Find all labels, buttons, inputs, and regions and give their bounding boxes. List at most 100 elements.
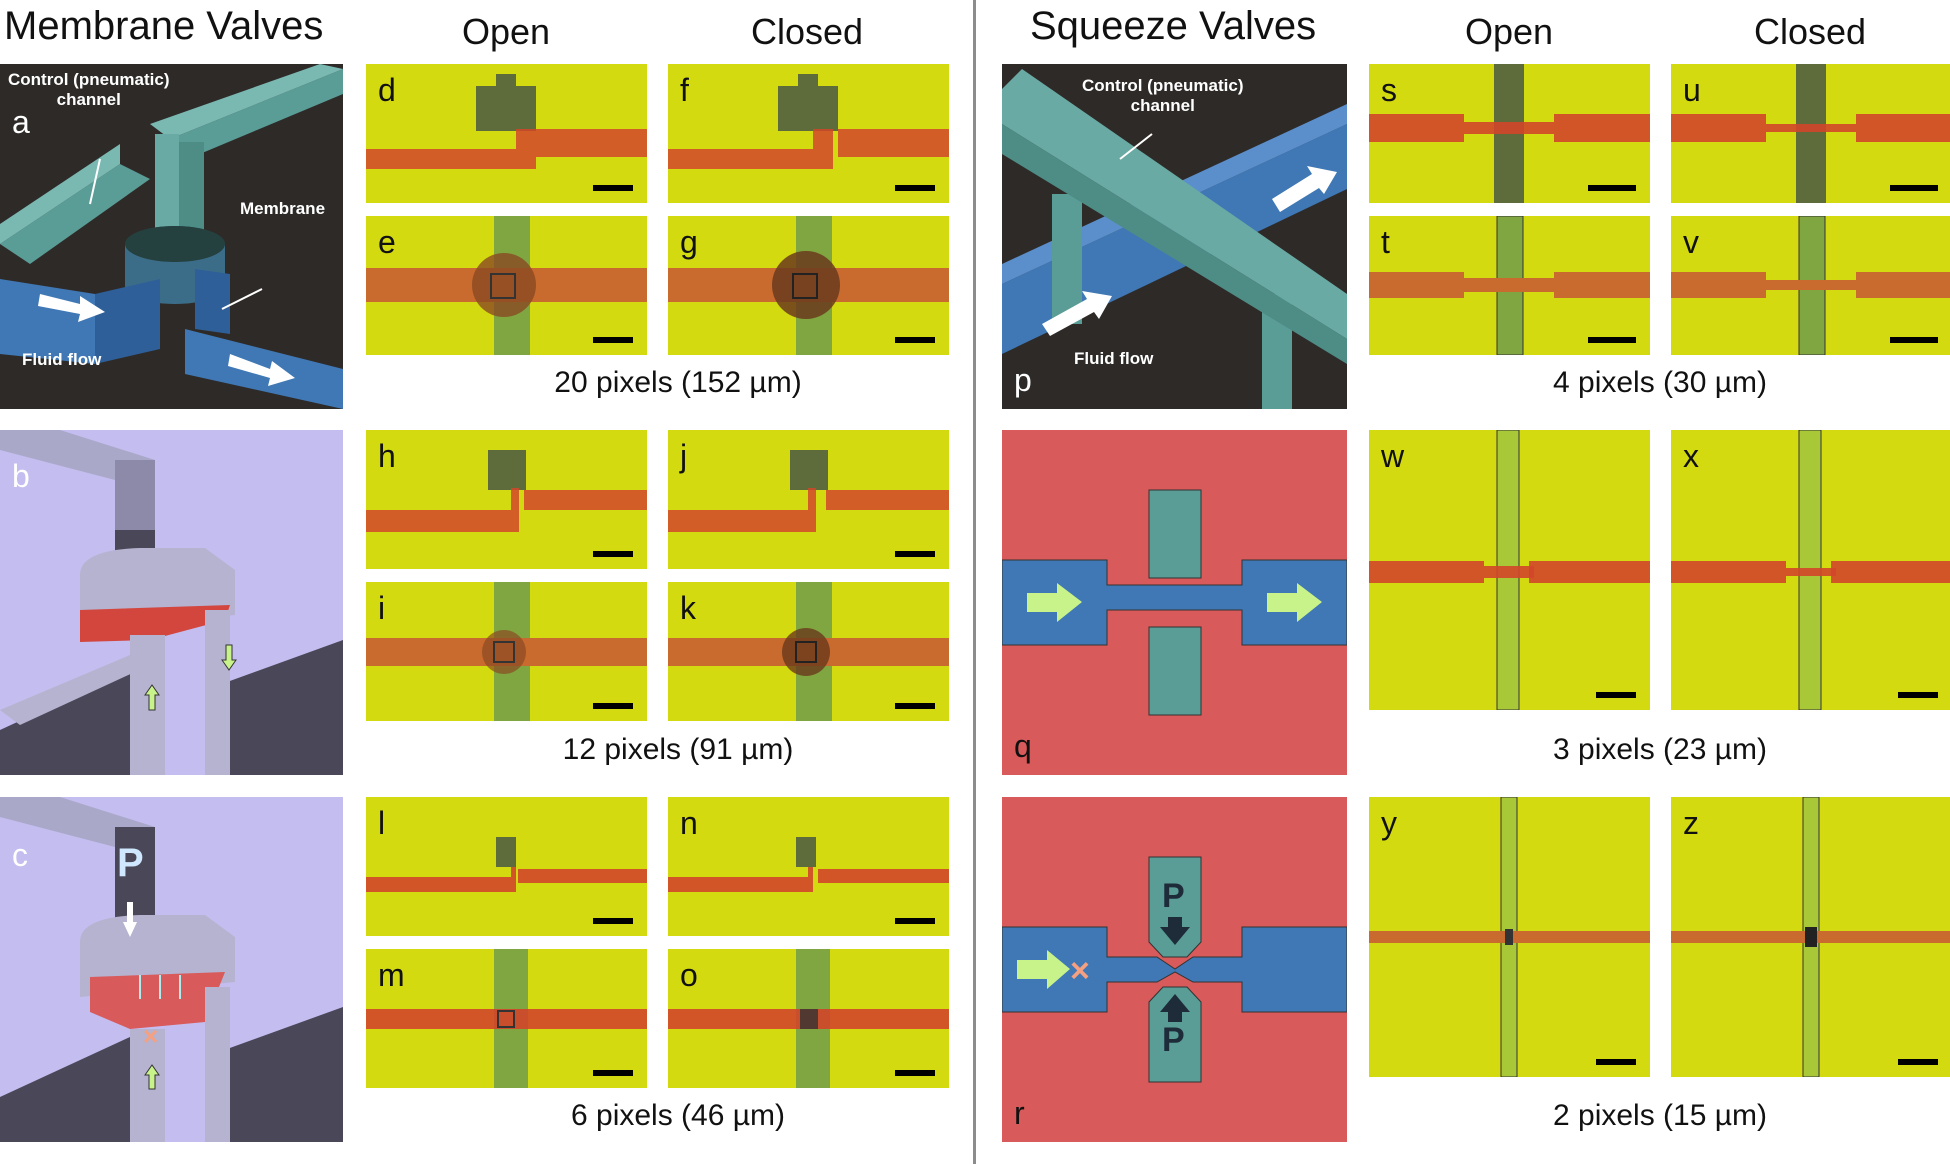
scale-bar: [593, 337, 633, 343]
micrograph-o: o: [668, 949, 949, 1088]
micrograph-h: h: [366, 430, 647, 569]
scale-bar: [1898, 692, 1938, 698]
micrograph-m: m: [366, 949, 647, 1088]
panel-letter-w: w: [1381, 438, 1405, 474]
diagram-r: × P P r: [1002, 797, 1347, 1142]
diagram-p: Control (pneumatic) channel Fluid flow p: [1002, 64, 1347, 409]
squeeze-valve-closed-schematic: ×: [1002, 856, 1347, 1083]
caption-row-3-right: 2 pixels (15 µm): [1552, 1099, 1768, 1132]
scale-bar: [1898, 1059, 1938, 1065]
scale-bar: [593, 918, 633, 924]
panel-letter-g: g: [680, 224, 698, 260]
scale-bar: [895, 185, 935, 191]
micrograph-g: g: [668, 216, 949, 355]
svg-text:×: ×: [143, 1021, 158, 1051]
control-channel-label-line2: channel: [56, 89, 121, 109]
micrograph-i: i: [366, 582, 647, 721]
pressure-label-top: P: [1162, 877, 1185, 915]
panel-letter-r: r: [1014, 1095, 1025, 1131]
caption-row-1-left: 20 pixels (152 µm): [554, 366, 802, 399]
panel-letter-t: t: [1381, 224, 1390, 260]
panel-letter-c: c: [12, 837, 28, 873]
micrograph-e: e: [366, 216, 647, 355]
scale-bar: [895, 337, 935, 343]
control-channel-label-line1: Control (pneumatic): [8, 70, 170, 89]
micrograph-v: v: [1671, 216, 1950, 355]
micrograph-j: j: [668, 430, 949, 569]
panel-letter-q: q: [1014, 728, 1032, 764]
micrograph-t: t: [1369, 216, 1650, 355]
membrane-label: Membrane: [240, 199, 326, 218]
panel-letter-j: j: [680, 438, 688, 474]
micrograph-s: s: [1369, 64, 1650, 203]
caption-row-2-left: 12 pixels (91 µm): [562, 733, 794, 766]
diagram-c: × P c: [0, 797, 343, 1142]
scale-bar: [593, 551, 633, 557]
control-channel-label-line2: channel: [1130, 95, 1195, 115]
right-col-closed: Closed: [1753, 11, 1867, 52]
micrograph-k: k: [668, 582, 949, 721]
panel-letter-u: u: [1683, 72, 1701, 108]
scale-bar: [895, 1070, 935, 1076]
right-col-open: Open: [1464, 11, 1554, 52]
micrograph-z: z: [1671, 797, 1950, 1077]
diagram-b: b: [0, 430, 343, 775]
pressure-label-c: P: [117, 841, 144, 885]
micrograph-f: f: [668, 64, 949, 203]
fluid-flow-label: Fluid flow: [1074, 349, 1154, 368]
panel-letter-b: b: [12, 458, 30, 494]
panel-letter-a: a: [12, 104, 30, 140]
left-title: Membrane Valves: [4, 4, 324, 48]
svg-text:×: ×: [1070, 952, 1090, 990]
panel-letter-f: f: [680, 72, 689, 108]
panel-letter-s: s: [1381, 72, 1397, 108]
control-channel-label-line1: Control (pneumatic): [1082, 76, 1244, 95]
squeeze-valve-open-schematic: [1002, 489, 1347, 716]
diagram-q: q: [1002, 430, 1347, 775]
scale-bar: [593, 703, 633, 709]
scale-bar: [895, 551, 935, 557]
scale-bar: [895, 703, 935, 709]
panel-letter-l: l: [378, 805, 386, 841]
right-title: Squeeze Valves: [1030, 4, 1317, 48]
scale-bar: [593, 1070, 633, 1076]
micrograph-u: u: [1671, 64, 1950, 203]
scale-bar: [895, 918, 935, 924]
micrograph-y: y: [1369, 797, 1650, 1077]
scale-bar: [593, 185, 633, 191]
panel-letter-h: h: [378, 438, 396, 474]
panel-letter-x: x: [1683, 438, 1699, 474]
membrane-valve-3d-illustration: [0, 64, 343, 409]
scale-bar: [1890, 337, 1938, 343]
caption-row-3-left: 6 pixels (46 µm): [570, 1099, 786, 1132]
micrograph-w: w: [1369, 430, 1650, 710]
pressure-label-bottom: P: [1162, 1021, 1185, 1059]
scale-bar: [1596, 1059, 1636, 1065]
center-divider: [973, 0, 976, 1164]
scale-bar: [1588, 185, 1636, 191]
scale-bar: [1588, 337, 1636, 343]
left-col-closed: Closed: [750, 11, 864, 52]
panel-letter-n: n: [680, 805, 698, 841]
micrograph-n: n: [668, 797, 949, 936]
panel-letter-d: d: [378, 72, 396, 108]
panel-letter-z: z: [1683, 805, 1699, 841]
panel-letter-e: e: [378, 224, 396, 260]
panel-letter-o: o: [680, 957, 698, 993]
squeeze-valve-3d-illustration: [1002, 69, 1347, 409]
panel-letter-k: k: [680, 590, 696, 626]
panel-letter-m: m: [378, 957, 405, 993]
scale-bar: [1890, 185, 1938, 191]
left-col-open: Open: [461, 11, 551, 52]
panel-letter-y: y: [1381, 805, 1397, 841]
membrane-valve-closed-illustration: ×: [0, 797, 343, 1142]
scale-bar: [1596, 692, 1636, 698]
diagram-a: Control (pneumatic) channel Membrane Flu…: [0, 64, 343, 409]
panel-letter-i: i: [378, 590, 386, 626]
caption-row-1-right: 4 pixels (30 µm): [1552, 366, 1768, 399]
micrograph-x: x: [1671, 430, 1950, 710]
fluid-flow-label: Fluid flow: [22, 350, 102, 369]
panel-letter-v: v: [1683, 224, 1699, 260]
micrograph-d: d: [366, 64, 647, 203]
caption-row-2-right: 3 pixels (23 µm): [1552, 733, 1768, 766]
